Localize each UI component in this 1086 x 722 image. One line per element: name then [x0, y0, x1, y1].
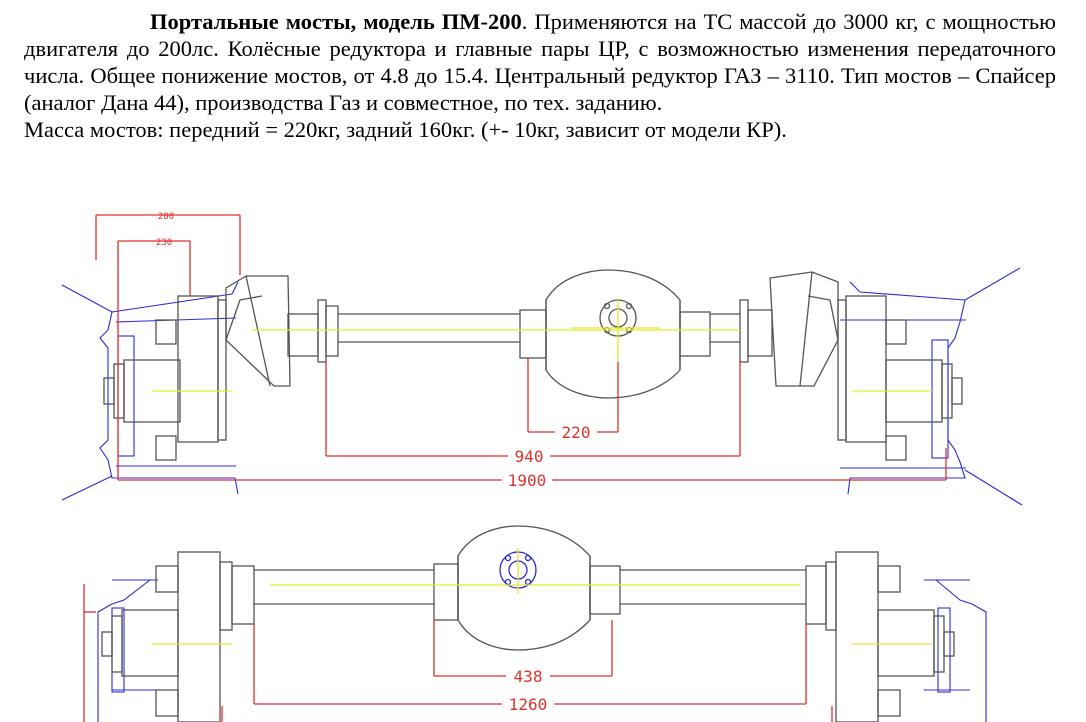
front-axle-body [103, 269, 963, 461]
front-wheel-outlines [61, 267, 1023, 506]
dim-1260-label: 1260 [509, 695, 548, 714]
rear-axle-body [101, 525, 955, 722]
description-text: . Применяются на ТС массой до 3000 кг, с… [24, 9, 1056, 115]
dim-230-label: 230 [156, 238, 172, 248]
front-dimension-labels: 280 230 220 940 1900 [156, 212, 591, 490]
front-dimensions [95, 214, 947, 481]
rear-wheel-outlines [97, 579, 987, 722]
rear-axle-drawing: 438 1260 [83, 525, 987, 722]
rear-centerlines [152, 548, 932, 645]
front-centerlines [152, 300, 932, 392]
dim-220-label: 220 [562, 423, 591, 442]
front-axle-drawing: 280 230 220 940 1900 [61, 212, 1023, 506]
dim-438-label: 438 [514, 667, 543, 686]
mass-line: Масса мостов: передний = 220кг, задний 1… [24, 117, 787, 142]
model-title: Портальные мосты, модель ПМ-200 [150, 9, 522, 34]
dim-1900-label: 1900 [508, 471, 547, 490]
description-paragraph: Портальные мосты, модель ПМ-200. Применя… [24, 8, 1056, 116]
dim-280-label: 280 [158, 212, 174, 222]
rear-dimensions [83, 584, 833, 722]
rear-dimension-labels: 438 1260 [509, 667, 548, 714]
dim-940-label: 940 [515, 447, 544, 466]
description-block: Портальные мосты, модель ПМ-200. Применя… [24, 8, 1056, 143]
